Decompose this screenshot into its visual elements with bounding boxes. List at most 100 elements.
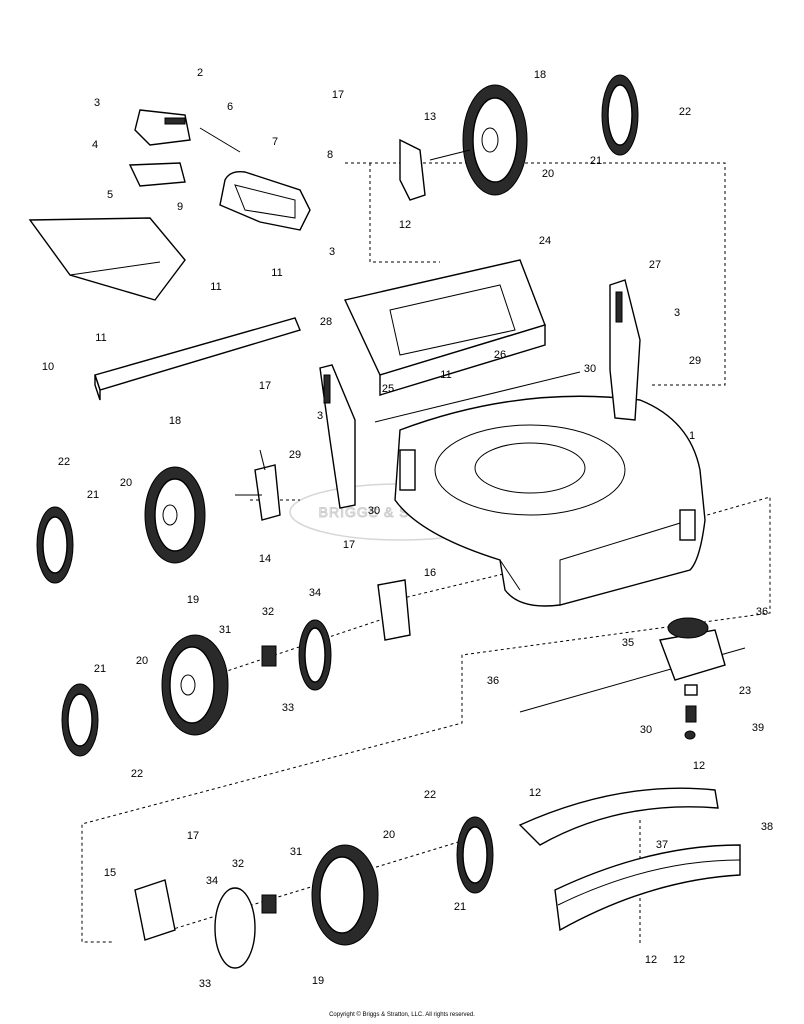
callout-28: 28 xyxy=(320,316,332,328)
callout-18: 18 xyxy=(169,415,181,427)
callout-15: 15 xyxy=(104,867,116,879)
callout-11: 11 xyxy=(95,332,106,344)
callout-12: 12 xyxy=(399,219,411,231)
callout-39: 39 xyxy=(752,722,764,734)
wheel-19-bottom xyxy=(311,844,379,946)
grass-bag-cover xyxy=(343,259,546,396)
height-adjuster-left xyxy=(319,364,356,509)
rear-rail xyxy=(94,317,301,401)
callout-11: 11 xyxy=(271,267,282,279)
callout-17: 17 xyxy=(187,830,199,842)
callout-21: 21 xyxy=(94,663,106,675)
callout-32: 32 xyxy=(232,858,244,870)
callout-9: 9 xyxy=(177,201,183,213)
callout-26: 26 xyxy=(494,349,506,361)
callout-25: 25 xyxy=(382,383,394,395)
callout-37: 37 xyxy=(656,839,668,851)
wheel-19-mid xyxy=(161,634,229,736)
rod-25 xyxy=(374,371,581,423)
callout-11: 11 xyxy=(440,369,451,381)
callout-19: 19 xyxy=(187,594,199,606)
rod xyxy=(199,127,241,153)
callout-8: 8 xyxy=(327,149,333,161)
callout-31: 31 xyxy=(219,624,231,636)
callout-3: 3 xyxy=(94,97,100,109)
callout-18: 18 xyxy=(534,69,546,81)
callout-29: 29 xyxy=(689,355,701,367)
callout-19: 19 xyxy=(312,975,324,987)
callout-7: 7 xyxy=(272,136,278,148)
callout-12: 12 xyxy=(529,787,541,799)
hubcap-22-left xyxy=(36,506,74,584)
callout-6: 6 xyxy=(227,101,233,113)
callout-22: 22 xyxy=(424,789,436,801)
wheel-18-top xyxy=(462,84,528,196)
callout-20: 20 xyxy=(120,477,132,489)
callout-labels: 2345678391713182220211224273293011111110… xyxy=(42,67,773,990)
axle-13 xyxy=(399,138,471,201)
baffle-38 xyxy=(554,844,741,932)
callout-17: 17 xyxy=(332,89,344,101)
callout-2: 2 xyxy=(197,67,203,79)
callout-3: 3 xyxy=(329,246,335,258)
callout-17: 17 xyxy=(343,539,355,551)
hubcap-22-mid xyxy=(61,683,99,757)
callout-12: 12 xyxy=(693,760,705,772)
callout-32: 32 xyxy=(262,606,274,618)
callout-20: 20 xyxy=(136,655,148,667)
latch-bracket xyxy=(134,109,191,146)
callout-21: 21 xyxy=(590,155,602,167)
callout-29: 29 xyxy=(289,449,301,461)
callout-20: 20 xyxy=(542,168,554,180)
gear-cover-33a xyxy=(298,619,332,691)
callout-24: 24 xyxy=(539,235,551,247)
callout-36: 36 xyxy=(487,675,499,687)
callout-33: 33 xyxy=(282,702,294,714)
transmission-35 xyxy=(519,617,746,740)
callout-12: 12 xyxy=(645,954,657,966)
callout-14: 14 xyxy=(259,553,271,565)
gear-32b xyxy=(261,894,277,914)
callout-34: 34 xyxy=(309,587,321,599)
callout-36: 36 xyxy=(756,606,768,618)
bracket-16 xyxy=(377,579,411,641)
baffle-37 xyxy=(518,787,719,846)
callout-30: 30 xyxy=(584,363,596,375)
callout-4: 4 xyxy=(92,139,98,151)
callout-13: 13 xyxy=(424,111,436,123)
gear-32a xyxy=(261,645,277,667)
hubcap-22-bottom xyxy=(456,816,494,894)
bracket-15 xyxy=(134,879,176,941)
callout-34: 34 xyxy=(206,875,218,887)
callout-33: 33 xyxy=(199,978,211,990)
callout-5: 5 xyxy=(107,189,113,201)
callout-35: 35 xyxy=(622,637,634,649)
callout-38: 38 xyxy=(761,821,773,833)
height-adjuster-right xyxy=(609,279,641,421)
callout-30: 30 xyxy=(368,505,380,517)
callout-1: 1 xyxy=(689,430,695,442)
hubcap-22-top xyxy=(601,74,639,156)
gear-cover-33b xyxy=(214,887,256,969)
plate xyxy=(128,162,186,187)
callout-16: 16 xyxy=(424,567,436,579)
callout-17: 17 xyxy=(259,380,271,392)
callout-22: 22 xyxy=(58,456,70,468)
callout-23: 23 xyxy=(739,685,751,697)
callout-3: 3 xyxy=(674,307,680,319)
callout-27: 27 xyxy=(649,259,661,271)
callout-30: 30 xyxy=(640,724,652,736)
callout-22: 22 xyxy=(131,768,143,780)
callout-3: 3 xyxy=(317,410,323,422)
callout-22: 22 xyxy=(679,106,691,118)
callout-12: 12 xyxy=(673,954,685,966)
wheel-bracket-14 xyxy=(235,449,281,521)
copyright-note: Copyright © Briggs & Stratton, LLC. All … xyxy=(329,1012,475,1018)
callout-21: 21 xyxy=(454,901,466,913)
callout-10: 10 xyxy=(42,361,54,373)
rear-flap xyxy=(28,217,186,301)
callout-21: 21 xyxy=(87,489,99,501)
wheel-18-left xyxy=(144,466,206,564)
mulch-plug xyxy=(219,170,311,231)
